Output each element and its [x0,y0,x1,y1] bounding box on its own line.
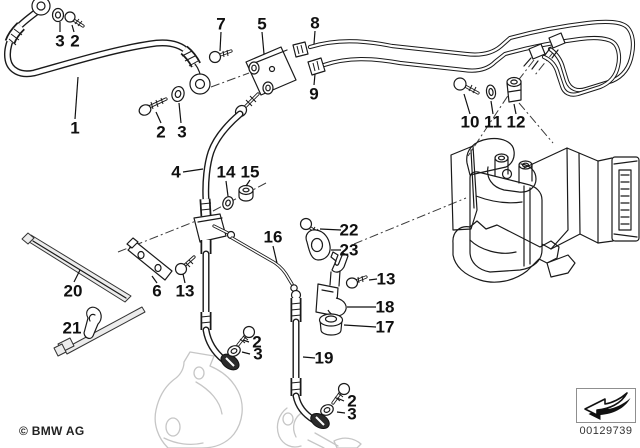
part-callout-15: 15 [240,162,260,182]
arrow-down-left-icon [584,392,631,420]
washer-11 [485,84,497,100]
part-callout-3: 3 [253,344,263,364]
cable-strap-20 [21,232,132,303]
part-callout-21: 21 [62,318,82,338]
part-callout-22: 22 [339,220,359,240]
direction-stamp-box [576,388,636,423]
part-callout-20: 20 [63,281,83,301]
part-callout-8: 8 [310,13,320,33]
part-callout-11: 11 [484,112,502,132]
part-callout-1: 1 [70,118,80,138]
sleeve-12 [506,76,522,103]
bolt-13-right [345,275,368,289]
assembly-axis-lines [117,49,556,253]
part-callout-13: 13 [376,269,396,289]
banjo-bolt-2-caliper-right [320,382,351,416]
part-callout-2: 2 [70,31,80,51]
pipe-end-fittings [523,32,566,70]
part-callout-16: 16 [263,227,283,247]
bracket-6 [126,237,173,281]
distributor-block-5 [245,46,297,96]
bolt-13-left [174,255,196,276]
nut-15 [238,184,254,202]
leader-lines [59,22,517,414]
abs-hydraulic-unit [450,137,640,283]
brake-pipe-8 [292,19,636,93]
part-callout-18: 18 [375,297,395,317]
part-callout-9: 9 [309,84,319,104]
banjo-bolt-2-top-left [51,7,85,28]
brake-pipe-9 [307,35,622,97]
washer-14 [222,196,234,210]
brake-hose-4 [193,92,260,371]
part-callout-12: 12 [506,112,526,132]
copyright-text: © BMW AG [19,424,85,438]
part-callout-5: 5 [257,14,267,34]
clamp-23 [305,229,349,287]
bolt-7 [208,49,233,64]
part-callout-2: 2 [156,122,166,142]
cable-tie-21 [53,306,146,357]
part-callout-23: 23 [339,240,359,260]
part-callout-4: 4 [171,162,181,182]
part-callout-6: 6 [152,281,162,301]
part-callout-10: 10 [460,112,480,132]
part-callout-2: 2 [347,391,357,411]
holder-18 [315,283,347,317]
image-code: 00129739 [579,425,633,437]
grommet-17 [318,313,344,336]
part-callout-7: 7 [216,14,226,34]
brake-pipe-16 [230,236,298,292]
bolt-10 [453,77,480,95]
brake-hose-19 [290,289,330,430]
part-callout-17: 17 [375,317,395,337]
banjo-bolt-2-mid [138,85,185,116]
part-callout-19: 19 [314,348,334,368]
part-callout-3: 3 [55,31,65,51]
part-callout-3: 3 [177,122,187,142]
brake-hose-1 [4,0,211,95]
part-callout-2: 2 [252,332,262,352]
brake-caliper-left-reference [154,351,243,448]
part-callout-13: 13 [175,281,195,301]
part-callout-3: 3 [347,404,357,424]
part-callout-14: 14 [216,162,236,182]
banjo-bolt-2-caliper-left [227,325,256,357]
